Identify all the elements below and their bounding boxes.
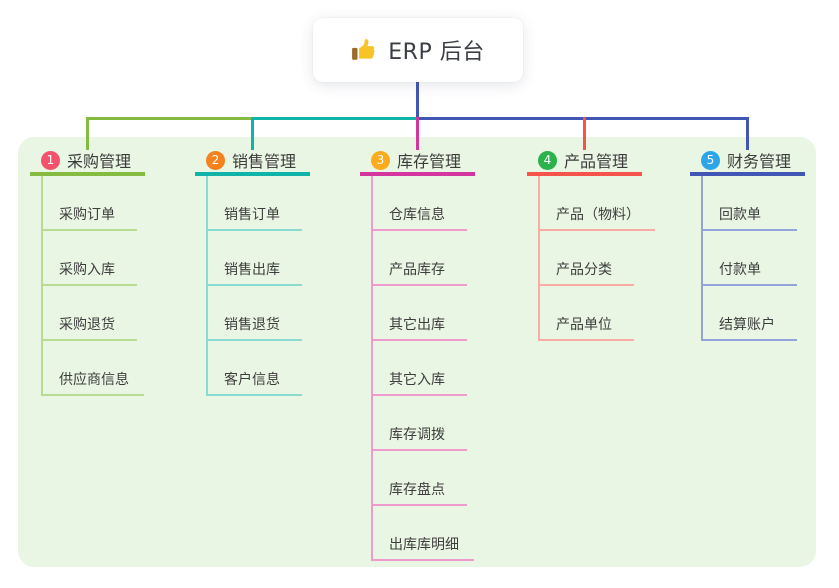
branch-node-label: 产品管理: [564, 152, 629, 171]
branch-spine-line: [41, 176, 43, 396]
connector-drop-finance: [746, 117, 749, 150]
child-node[interactable]: 付款单: [701, 231, 797, 286]
child-node-label: 库存调拨: [389, 427, 445, 443]
branch-spine-line: [701, 176, 703, 341]
child-node-label: 采购入库: [59, 262, 115, 278]
child-node-label: 产品（物料）: [556, 207, 640, 223]
branch-finance-management: 5 财务管理 回款单付款单结算账户: [690, 148, 805, 341]
branch-children: 销售订单销售出库销售退货客户信息: [206, 176, 302, 396]
branch-node-label: 销售管理: [232, 152, 297, 171]
branch-index-badge: 5: [701, 150, 720, 170]
child-node-label: 库存盘点: [389, 482, 445, 498]
child-node[interactable]: 采购入库: [41, 231, 137, 286]
branch-node-label: 财务管理: [727, 152, 792, 171]
child-node-label: 产品库存: [389, 262, 445, 278]
branch-node[interactable]: 5 财务管理: [690, 148, 805, 176]
child-node-label: 回款单: [719, 207, 761, 223]
branch-purchase-management: 1 采购管理 采购订单采购入库采购退货供应商信息: [30, 148, 145, 396]
child-node-label: 销售退货: [224, 317, 280, 333]
branch-spine-line: [206, 176, 208, 396]
child-node[interactable]: 销售退货: [206, 286, 302, 341]
child-node[interactable]: 回款单: [701, 176, 797, 231]
child-node[interactable]: 采购退货: [41, 286, 137, 341]
child-node[interactable]: 仓库信息: [371, 176, 467, 231]
root-node-label: ERP 后台: [388, 40, 485, 65]
child-node-label: 仓库信息: [389, 207, 445, 223]
branch-children: 回款单付款单结算账户: [701, 176, 797, 341]
connector-drop-product: [583, 117, 586, 150]
mindmap-panel: [18, 137, 816, 567]
child-node-label: 产品单位: [556, 317, 612, 333]
child-node-label: 其它入库: [389, 372, 445, 388]
branch-children: 产品（物料） 产品分类产品单位: [538, 176, 655, 341]
child-node[interactable]: 其它入库: [371, 341, 467, 396]
child-node[interactable]: 销售出库: [206, 231, 302, 286]
branch-sales-management: 2 销售管理 销售订单销售出库销售退货客户信息: [195, 148, 310, 396]
branch-spine-line: [371, 176, 373, 561]
branch-node-label: 库存管理: [397, 152, 462, 171]
branch-node[interactable]: 4 产品管理: [527, 148, 642, 176]
root-node[interactable]: ERP 后台: [313, 18, 523, 82]
branch-inventory-management: 3 库存管理 仓库信息产品库存其它出库其它入库库存调拨库存盘点出库库明细: [360, 148, 475, 561]
child-node-label: 客户信息: [224, 372, 280, 388]
child-node[interactable]: 产品单位: [538, 286, 634, 341]
branch-node[interactable]: 2 销售管理: [195, 148, 310, 176]
branch-children: 采购订单采购入库采购退货供应商信息: [41, 176, 144, 396]
child-node-label: 销售订单: [224, 207, 280, 223]
child-node-label: 销售出库: [224, 262, 280, 278]
connector-drop-purchase: [86, 117, 89, 150]
branch-index-badge: 2: [206, 150, 225, 170]
child-node-label: 出库库明细: [389, 537, 459, 553]
child-node[interactable]: 其它出库: [371, 286, 467, 341]
child-node[interactable]: 供应商信息: [41, 341, 144, 396]
connector-bus-sales: [253, 117, 418, 120]
branch-index-badge: 1: [41, 150, 60, 170]
child-node[interactable]: 出库库明细: [371, 506, 474, 561]
child-node-label: 产品分类: [556, 262, 612, 278]
child-node-label: 供应商信息: [59, 372, 129, 388]
connector-drop-inventory: [416, 117, 419, 150]
branch-node-label: 采购管理: [67, 152, 132, 171]
child-node[interactable]: 库存盘点: [371, 451, 467, 506]
connector-drop-sales: [251, 117, 254, 150]
child-node[interactable]: 客户信息: [206, 341, 302, 396]
child-node-label: 采购退货: [59, 317, 115, 333]
child-node-label: 其它出库: [389, 317, 445, 333]
branch-product-management: 4 产品管理 产品（物料） 产品分类产品单位: [527, 148, 655, 341]
child-node[interactable]: 库存调拨: [371, 396, 467, 451]
branch-spine-line: [538, 176, 540, 341]
branch-index-badge: 3: [371, 150, 390, 170]
child-node[interactable]: 采购订单: [41, 176, 137, 231]
root-stem-line: [416, 82, 419, 118]
child-node[interactable]: 结算账户: [701, 286, 797, 341]
child-node-label: 采购订单: [59, 207, 115, 223]
child-node[interactable]: 销售订单: [206, 176, 302, 231]
child-node-label: 付款单: [719, 262, 761, 278]
thumbs-up-icon: [351, 37, 377, 63]
branch-index-badge: 4: [538, 150, 557, 170]
child-node-label: 结算账户: [719, 317, 775, 333]
branch-node[interactable]: 1 采购管理: [30, 148, 145, 176]
branch-node[interactable]: 3 库存管理: [360, 148, 475, 176]
child-node[interactable]: 产品库存: [371, 231, 467, 286]
branch-children: 仓库信息产品库存其它出库其它入库库存调拨库存盘点出库库明细: [371, 176, 474, 561]
child-node[interactable]: 产品（物料）: [538, 176, 655, 231]
child-node[interactable]: 产品分类: [538, 231, 634, 286]
connector-bus-purchase: [86, 117, 253, 120]
